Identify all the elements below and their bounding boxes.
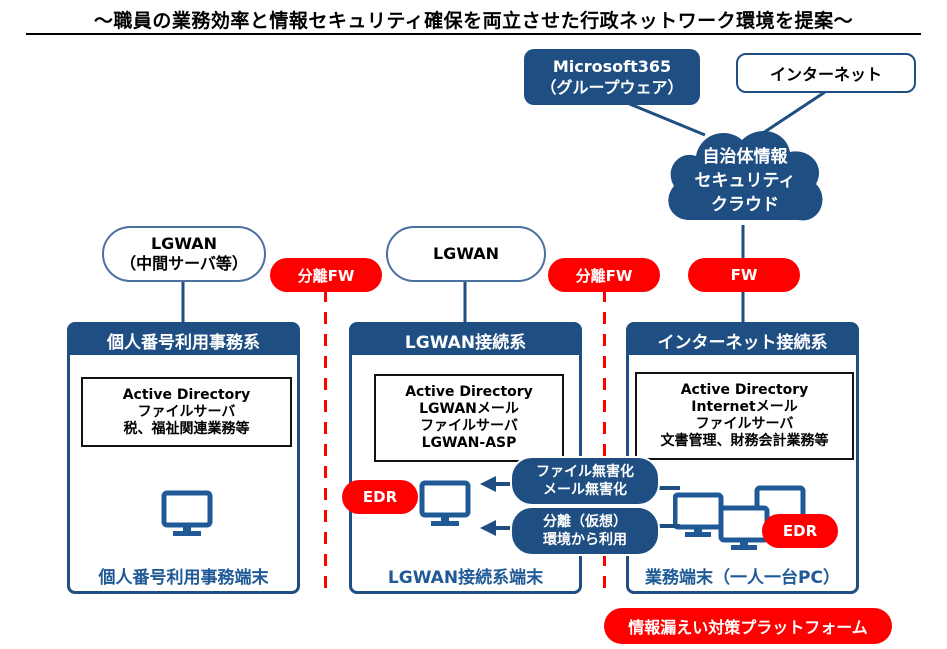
- title-underline: [26, 33, 921, 35]
- service-item: LGWANメール: [419, 401, 519, 417]
- edr-label: EDR: [362, 488, 398, 506]
- security-cloud-text: 自治体情報 セキュリティ クラウド: [660, 145, 830, 217]
- platform-label: 情報漏えい対策プラットフォーム: [628, 618, 868, 637]
- panel-internet-system: インターネット接続系 Active Directory Internetメール …: [626, 322, 859, 594]
- m365-cloud-line: [619, 98, 706, 137]
- microsoft365-label: Microsoft365: [552, 57, 672, 76]
- edr-badge-lgwan: EDR: [342, 480, 418, 514]
- multiple-monitors-icon: [673, 485, 806, 550]
- lgwan-mid-label: LGWAN: [150, 234, 218, 253]
- service-item: 文書管理、財務会計業務等: [660, 433, 829, 449]
- sanitize-mail-label: メール無害化: [543, 482, 627, 498]
- intermediate-server-label: （中間サーバ等）: [120, 254, 248, 273]
- service-list: Active Directory Internetメール ファイルサーバ 文書管…: [635, 372, 854, 460]
- separation-dashed-line-1: [324, 290, 327, 596]
- separation-firewall-2-label: 分離FW: [575, 266, 633, 285]
- panel-my-number-system: 個人番号利用事務系 Active Directory ファイルサーバ 税、福祉関…: [67, 322, 300, 594]
- internet-label: インターネット: [769, 65, 882, 84]
- service-item: Active Directory: [405, 384, 533, 400]
- service-item: Active Directory: [680, 382, 809, 398]
- separation-firewall-1: 分離FW: [270, 258, 382, 292]
- service-list: Active Directory ファイルサーバ 税、福祉関連業務等: [81, 377, 292, 447]
- separation-firewall-2: 分離FW: [548, 258, 660, 292]
- edr-badge-internet: EDR: [762, 514, 838, 548]
- microsoft365-box: Microsoft365 （グループウェア）: [524, 49, 700, 105]
- lgwan-network: LGWAN: [386, 226, 546, 282]
- internet-box: インターネット: [736, 53, 916, 93]
- isolation-label-2: 環境から利用: [543, 532, 627, 548]
- separation-dashed-line-2: [603, 290, 606, 596]
- panel-header: LGWAN接続系: [352, 325, 579, 355]
- monitor-icon: [419, 480, 471, 526]
- separation-firewall-1-label: 分離FW: [297, 266, 355, 285]
- cloud-line-3: クラウド: [711, 195, 779, 215]
- lgwan-intermediate-server: LGWAN （中間サーバ等）: [102, 226, 266, 282]
- arrowhead-isolation: [480, 520, 496, 536]
- isolated-virtual-environment: 分離（仮想） 環境から利用: [510, 506, 660, 556]
- cloud-line-1: 自治体情報: [702, 147, 788, 167]
- panel-header: 個人番号利用事務系: [70, 325, 297, 355]
- service-list: Active Directory LGWANメール ファイルサーバ LGWAN-…: [374, 374, 564, 462]
- service-item: LGWAN-ASP: [421, 435, 517, 451]
- cloud-icon: [668, 130, 823, 221]
- service-item: ファイルサーバ: [695, 416, 794, 432]
- service-item: ファイルサーバ: [137, 403, 236, 420]
- internet-cloud-line: [759, 90, 826, 137]
- firewall: FW: [688, 258, 800, 292]
- isolation-label-1: 分離（仮想）: [543, 514, 627, 530]
- service-item: ファイルサーバ: [420, 418, 518, 434]
- service-item: 税、福祉関連業務等: [123, 420, 250, 437]
- cloud-line-2: セキュリティ: [694, 171, 796, 191]
- groupware-label: （グループウェア）: [540, 78, 684, 97]
- monitor-icon: [161, 490, 213, 536]
- arrowhead-sanitize: [480, 476, 496, 492]
- edr-label: EDR: [782, 522, 818, 540]
- service-item: Internetメール: [691, 399, 798, 415]
- terminal-label: 個人番号利用事務端末: [98, 568, 269, 588]
- lgwan-label: LGWAN: [432, 244, 500, 263]
- panel-header: インターネット接続系: [629, 325, 856, 355]
- terminal-label: LGWAN接続系端末: [387, 568, 544, 588]
- firewall-label: FW: [730, 266, 758, 284]
- file-mail-sanitization: ファイル無害化 メール無害化: [510, 456, 660, 506]
- terminal-label: 業務端末（一人一台PC）: [645, 568, 840, 588]
- sanitize-file-label: ファイル無害化: [536, 464, 634, 480]
- service-item: Active Directory: [122, 386, 251, 403]
- page-title: ～職員の業務効率と情報セキュリティ確保を両立させた行政ネットワーク環境を提案～: [93, 10, 854, 32]
- info-leak-prevention-platform: 情報漏えい対策プラットフォーム: [604, 608, 892, 644]
